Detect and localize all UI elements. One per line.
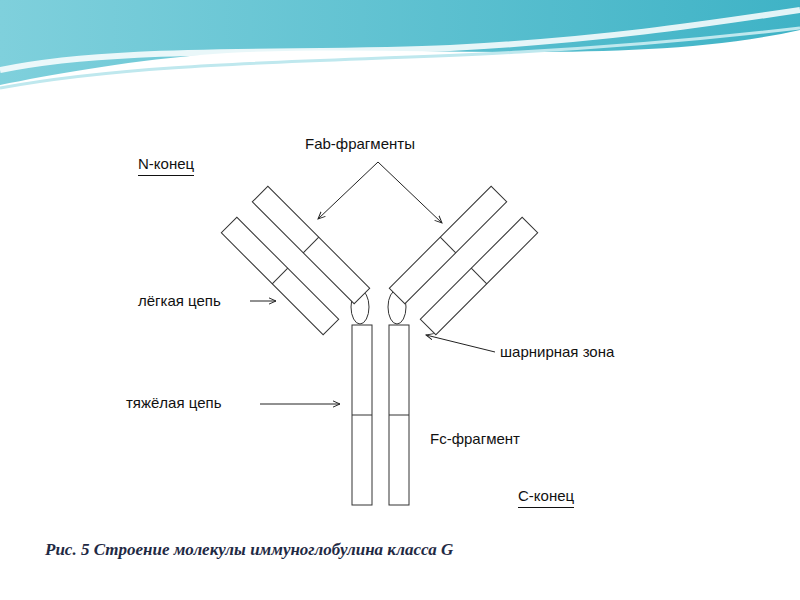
heavy-chain [352,325,372,505]
fab-light [420,217,537,334]
header-wave [0,0,800,88]
fab-heavy [389,186,506,303]
heavy-chain [389,325,409,505]
fragment-label: Fab-фрагменты [305,135,415,153]
terminus-label: N-конец [138,155,194,176]
region-label: шарнирная зона [500,343,614,361]
terminus-label: C-конец [518,487,574,508]
fragment-label: Fc-фрагмент [430,430,520,448]
fab-heavy [252,186,369,303]
fab-light [221,217,338,334]
chain-label: лёгкая цепь [138,292,221,310]
figure-caption: Рис. 5 Строение молекулы иммуноглобулина… [45,540,453,560]
chain-label: тяжёлая цепь [126,394,221,412]
leader-lines [250,162,495,404]
